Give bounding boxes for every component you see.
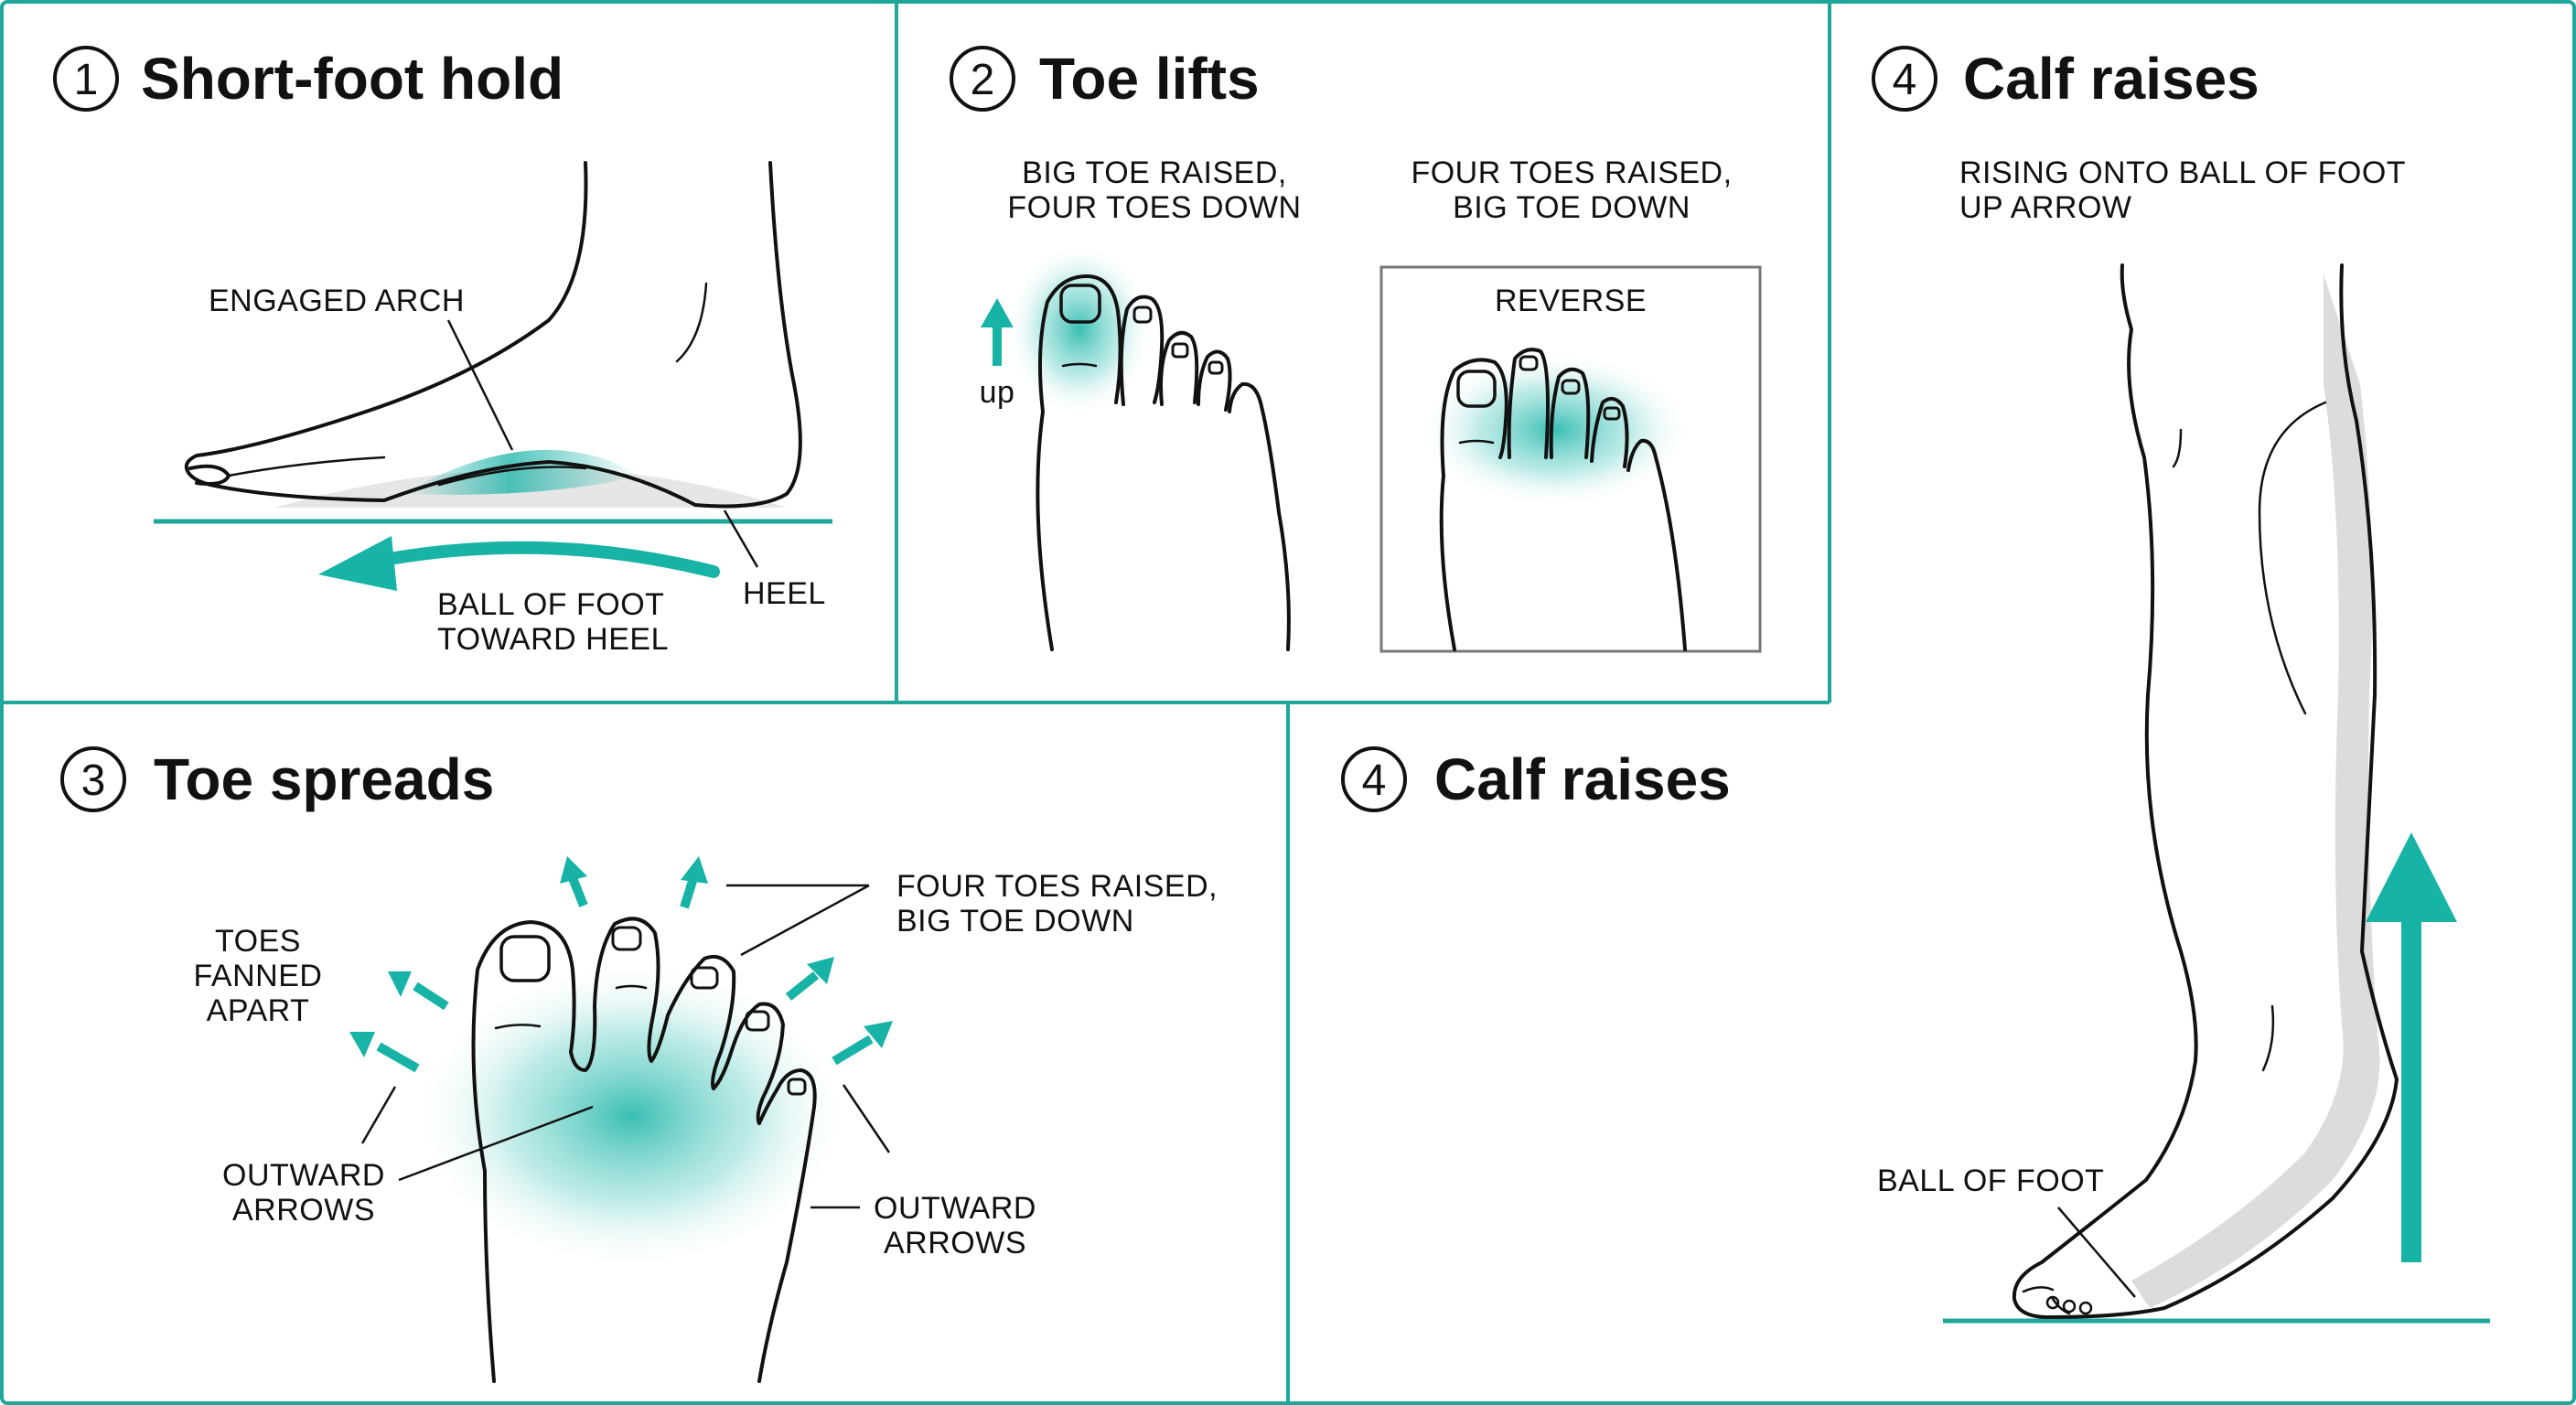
foot-side-icon xyxy=(154,161,832,524)
left-caption-2: FOUR TOES DOWN xyxy=(1007,190,1301,225)
panel-4a-number: 4 xyxy=(1893,56,1917,104)
four-toes-label-1: FOUR TOES RAISED, xyxy=(896,869,1218,904)
panel-4a-heading: 4 Calf raises xyxy=(1872,46,2259,112)
panel-toe-spreads: 3 Toe spreads xyxy=(60,746,1218,1383)
right-caption-1: FOUR TOES RAISED, xyxy=(1411,156,1732,190)
outward-right-label-2: ARROWS xyxy=(884,1226,1026,1260)
panel-3-title: Toe spreads xyxy=(154,746,494,812)
leg-side-icon xyxy=(1943,263,2490,1324)
up-arrow-icon xyxy=(981,298,1014,366)
heel-leader xyxy=(723,509,759,568)
outward-right-leader-1 xyxy=(842,1084,891,1153)
heel-label: HEEL xyxy=(743,576,826,611)
up-arrow-icon-large xyxy=(2366,832,2457,1262)
right-caption-2: BIG TOE DOWN xyxy=(1453,190,1690,225)
outward-arrows xyxy=(349,856,893,1073)
panel-2-title: Toe lifts xyxy=(1039,46,1260,112)
fanned-label-2: FANNED xyxy=(194,959,323,993)
fanned-label-3: APART xyxy=(207,993,310,1028)
panel-short-foot-hold: 1 Short-foot hold ENGAGED ARCH HEEL BALL… xyxy=(53,46,832,657)
calf-caption-2: UP ARROW xyxy=(1959,190,2132,225)
outward-left-label-1: OUTWARD xyxy=(222,1158,385,1193)
panel-3-number: 3 xyxy=(81,756,106,805)
panel-4a-title: Calf raises xyxy=(1963,46,2259,112)
ball-of-foot-leader xyxy=(2057,1207,2136,1298)
fanned-label-1: TOES xyxy=(215,924,301,959)
reverse-box xyxy=(1379,265,1762,653)
ball-toward-heel-label-2: TOWARD HEEL xyxy=(437,622,669,657)
panel-calf-raises: 4 Calf raises RISING ONTO BALL OF FOOT U… xyxy=(1872,46,2490,1324)
ball-toward-heel-label-1: BALL OF FOOT xyxy=(437,587,664,622)
panel-1-title: Short-foot hold xyxy=(141,46,564,112)
toes-top-icon-left xyxy=(1006,242,1291,651)
outward-left-leader-1 xyxy=(360,1086,397,1144)
arrow-icon xyxy=(318,536,720,591)
panel-toe-lifts: 2 Toe lifts BIG TOE RAISED, FOUR TOES DO… xyxy=(950,46,1762,653)
panel-2-heading: 2 Toe lifts xyxy=(950,46,1260,112)
left-caption-1: BIG TOE RAISED, xyxy=(1022,156,1287,190)
panel-3-heading: 3 Toe spreads xyxy=(60,746,494,812)
engaged-arch-leader xyxy=(446,319,514,451)
ball-of-foot-label: BALL OF FOOT xyxy=(1877,1164,2104,1198)
panel-4b-number: 4 xyxy=(1362,756,1387,805)
panel-calf-raises-lower: 4 Calf raises xyxy=(1341,746,1731,812)
calf-caption-1: RISING ONTO BALL OF FOOT xyxy=(1959,156,2406,190)
toes-spread-icon xyxy=(412,917,851,1383)
outward-right-label-1: OUTWARD xyxy=(874,1191,1036,1226)
panel-4b-title: Calf raises xyxy=(1434,746,1731,812)
toes-top-icon-right xyxy=(1418,348,1692,651)
outward-left-leader-2 xyxy=(398,1105,594,1182)
outward-left-label-2: ARROWS xyxy=(232,1193,375,1228)
panel-2-number: 2 xyxy=(971,56,995,104)
panel-1-heading: 1 Short-foot hold xyxy=(53,46,564,112)
four-toes-label-2: BIG TOE DOWN xyxy=(896,904,1134,938)
four-toes-leader-2 xyxy=(740,884,870,957)
panel-1-number: 1 xyxy=(74,56,99,104)
up-label: up xyxy=(980,375,1015,410)
engaged-arch-label: ENGAGED ARCH xyxy=(209,284,465,318)
reverse-label: REVERSE xyxy=(1495,284,1647,318)
